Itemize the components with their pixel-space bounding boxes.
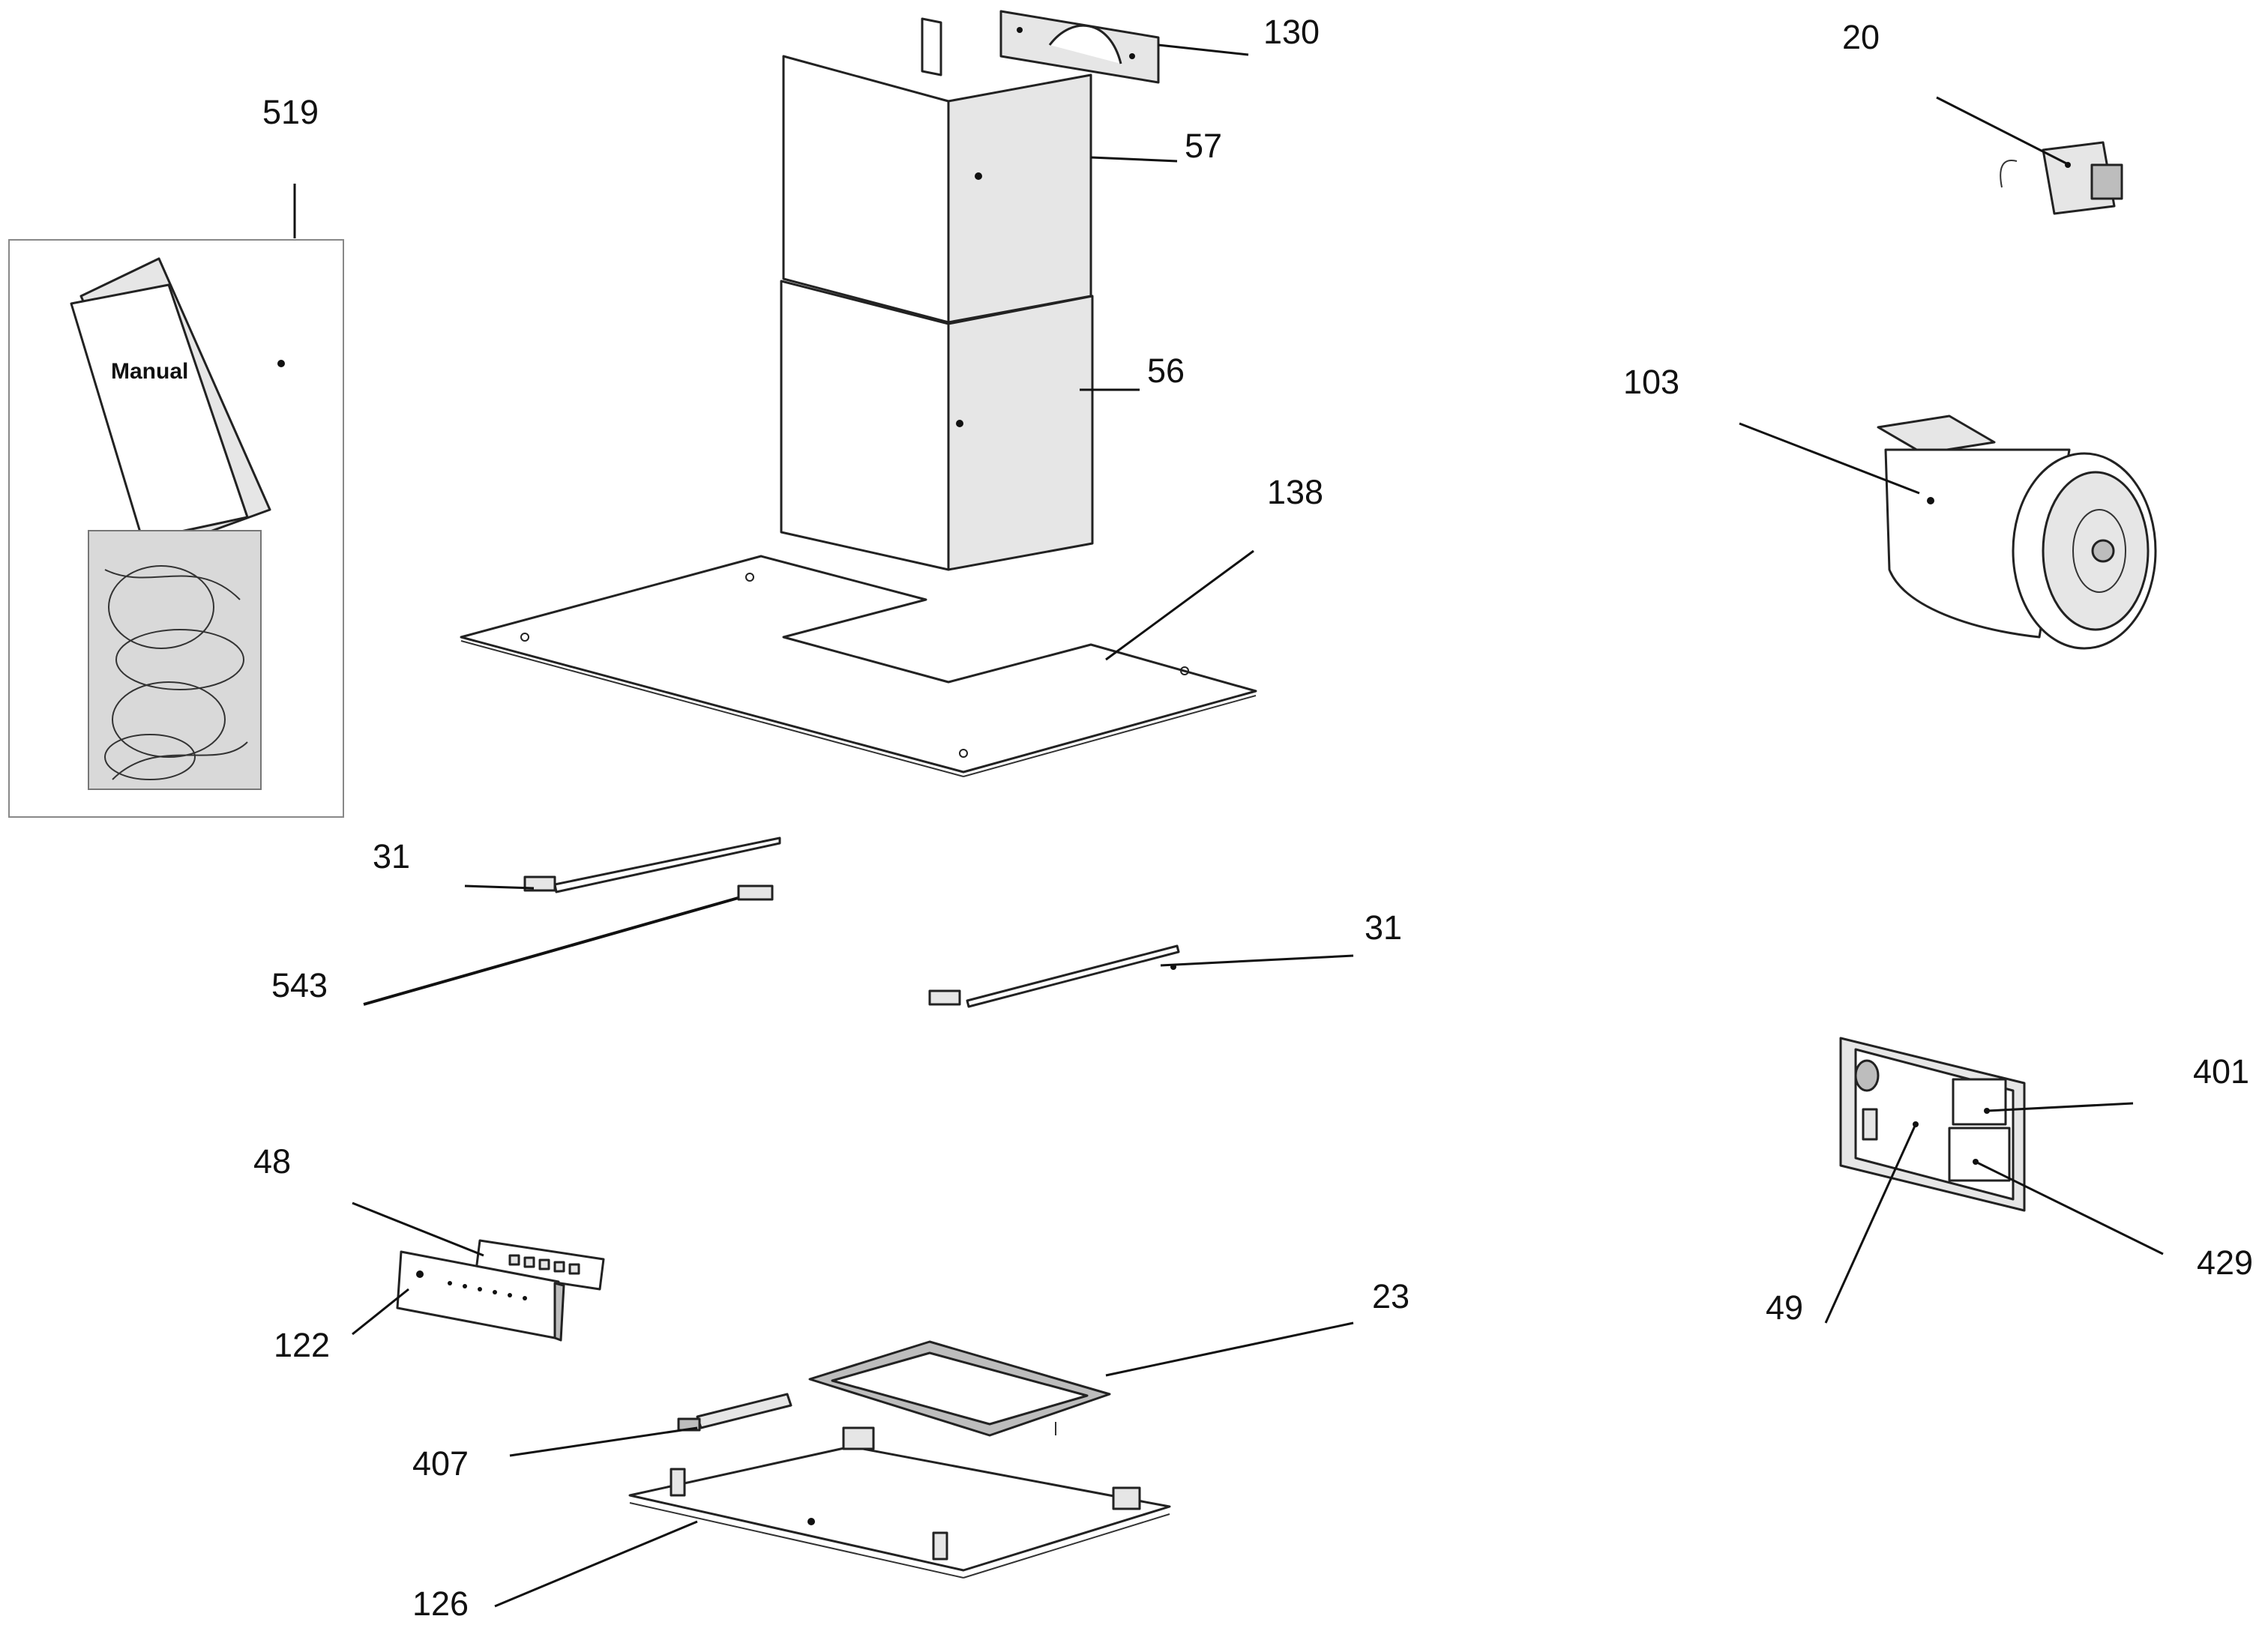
callout-401: 401 [2193, 1052, 2249, 1091]
cable-bag [88, 530, 262, 790]
kit-frame [8, 239, 344, 818]
callout-122: 122 [274, 1326, 330, 1364]
callout-57: 57 [1185, 127, 1222, 165]
callout-519: 519 [262, 93, 319, 131]
callout-23: 23 [1372, 1277, 1410, 1315]
part-56-lower-chimney [780, 280, 1094, 571]
part-49-control-box [1839, 1037, 2026, 1212]
part-138-top-plate [460, 555, 1257, 777]
callout-56: 56 [1147, 352, 1185, 390]
manual-booklet: Manual [70, 257, 285, 541]
part-126-glass-panel [628, 1426, 1171, 1579]
part-519-accessory-kit: Manual [8, 239, 344, 818]
callout-130: 130 [1263, 13, 1320, 51]
part-31-left-rail [523, 836, 781, 893]
callout-407: 407 [412, 1444, 469, 1483]
callout-31-right: 31 [1365, 908, 1402, 947]
callout-429: 429 [2197, 1243, 2253, 1282]
part-130-chimney-bracket [999, 10, 1160, 84]
callout-49: 49 [1766, 1288, 1803, 1327]
part-31-right-rail [928, 944, 1180, 1008]
callout-543: 543 [271, 966, 328, 1004]
callout-138: 138 [1267, 473, 1323, 511]
part-48-control-board [475, 1239, 605, 1291]
callout-48: 48 [253, 1142, 291, 1181]
callout-103: 103 [1623, 363, 1679, 401]
callout-126: 126 [412, 1585, 469, 1623]
callout-20: 20 [1842, 18, 1880, 56]
part-20-switch [2000, 141, 2123, 215]
part-543-cable [363, 884, 774, 1006]
part-23-grease-filter [808, 1340, 1111, 1437]
part-122-control-panel [396, 1250, 565, 1342]
part-407-gas-spring [677, 1393, 792, 1432]
callout-31-left: 31 [373, 837, 410, 875]
manual-cover-label: Manual [111, 359, 188, 384]
part-103-blower-motor [1877, 414, 2157, 650]
